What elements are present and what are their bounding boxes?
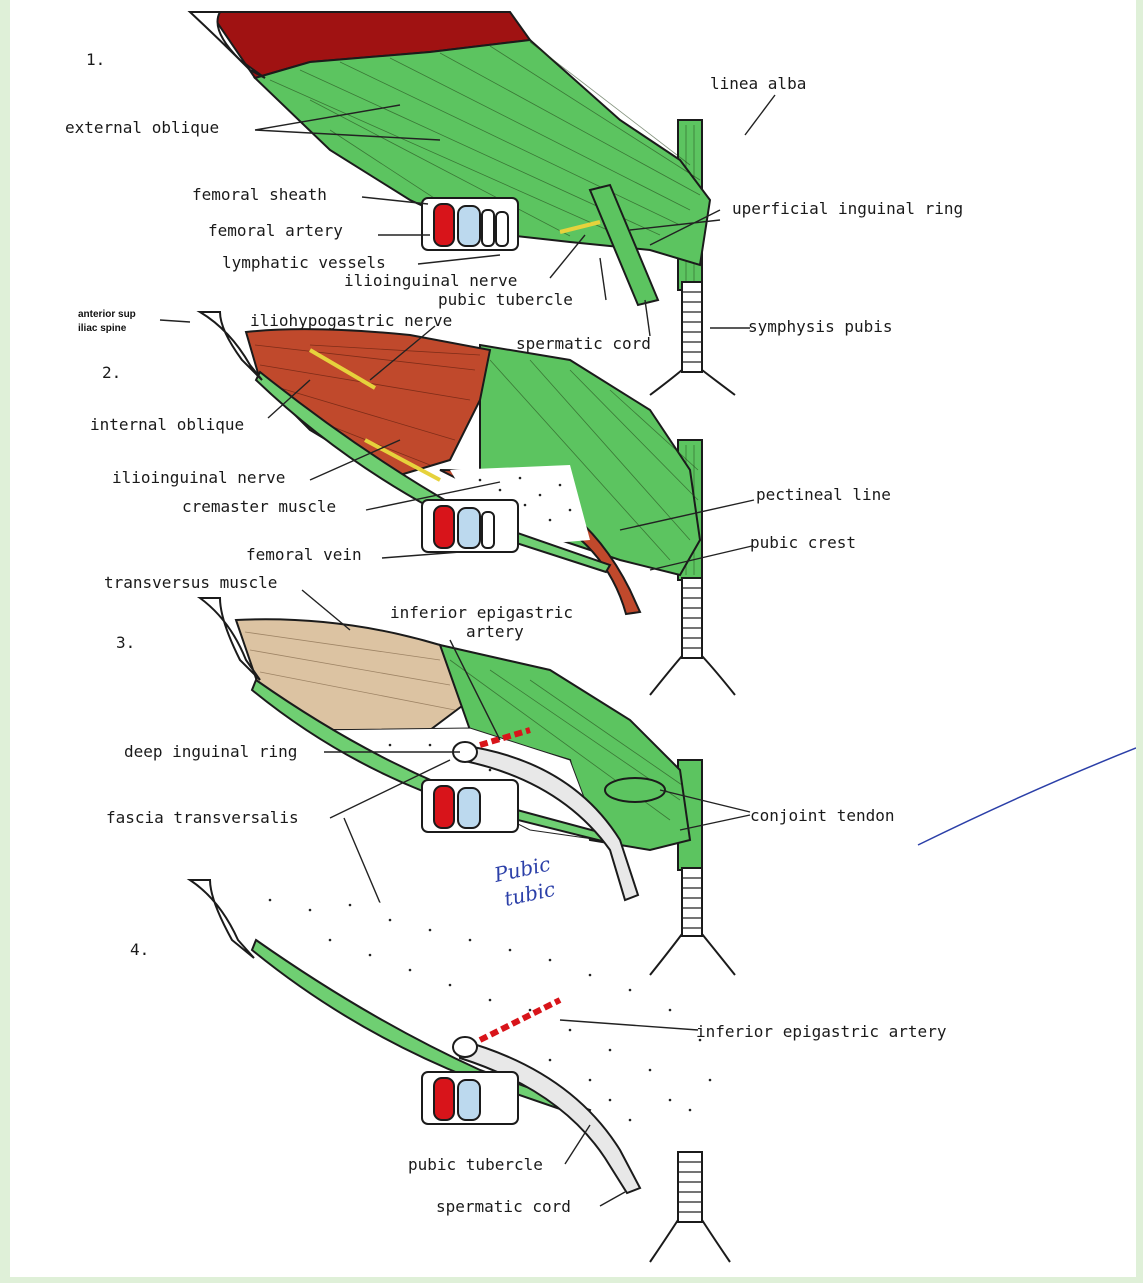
label-transversus-muscle: transversus muscle bbox=[104, 573, 277, 592]
label-inferior-epigastric: inferior epigastric bbox=[390, 603, 573, 622]
label-lymphatic-vessels: lymphatic vessels bbox=[222, 253, 386, 272]
femoral-vessels-1 bbox=[422, 198, 518, 250]
label-pubic-tubercle-4: pubic tubercle bbox=[408, 1155, 543, 1174]
label-ilioinguinal-nerve-1: ilioinguinal nerve bbox=[344, 271, 517, 290]
femoral-vessels-4 bbox=[422, 1072, 518, 1124]
label-iliac-spine: iliac spine bbox=[78, 323, 127, 334]
label-femoral-artery: femoral artery bbox=[208, 221, 343, 240]
label-inferior-epigastric-artery: inferior epigastric artery bbox=[696, 1022, 947, 1041]
panel-1: 1. external oblique femoral sheath femor… bbox=[65, 12, 963, 395]
label-superficial-inguinal-ring: uperficial inguinal ring bbox=[732, 199, 963, 218]
panel-2-number: 2. bbox=[102, 363, 121, 382]
label-deep-inguinal-ring: deep inguinal ring bbox=[124, 742, 297, 761]
symphysis-pubis-shape bbox=[682, 282, 702, 372]
label-ilioinguinal-nerve-2: ilioinguinal nerve bbox=[112, 468, 285, 487]
panel-4-number: 4. bbox=[130, 940, 149, 959]
label-pubic-crest: pubic crest bbox=[750, 533, 856, 552]
diagram-frame: 1. external oblique femoral sheath femor… bbox=[10, 0, 1136, 1277]
label-pectineal-line: pectineal line bbox=[756, 485, 891, 504]
label-symphysis-pubis: symphysis pubis bbox=[748, 317, 893, 336]
femoral-vessels-2 bbox=[422, 500, 518, 552]
label-iliohypogastric-nerve: iliohypogastric nerve bbox=[250, 311, 452, 330]
label-external-oblique: external oblique bbox=[65, 118, 219, 137]
label-conjoint-tendon: conjoint tendon bbox=[750, 806, 895, 825]
label-pubic-tubercle-1: pubic tubercle bbox=[438, 290, 573, 309]
panel-4: 4. inferior epigastric artery pubic tube… bbox=[130, 880, 947, 1262]
label-femoral-sheath: femoral sheath bbox=[192, 185, 327, 204]
inguinal-canal-diagram: 1. external oblique femoral sheath femor… bbox=[10, 0, 1136, 1277]
label-femoral-vein: femoral vein bbox=[246, 545, 362, 564]
femoral-vessels-3 bbox=[422, 780, 518, 832]
label-anterior-sup: anterior sup bbox=[78, 309, 136, 320]
label-artery: artery bbox=[466, 622, 524, 641]
panel-3-number: 3. bbox=[116, 633, 135, 652]
label-spermatic-cord-1: spermatic cord bbox=[516, 334, 651, 353]
label-fascia-transversalis: fascia transversalis bbox=[106, 808, 299, 827]
label-linea-alba: linea alba bbox=[710, 74, 806, 93]
label-spermatic-cord-4: spermatic cord bbox=[436, 1197, 571, 1216]
label-internal-oblique: internal oblique bbox=[90, 415, 244, 434]
label-cremaster-muscle: cremaster muscle bbox=[182, 497, 336, 516]
panel-1-number: 1. bbox=[86, 50, 105, 69]
